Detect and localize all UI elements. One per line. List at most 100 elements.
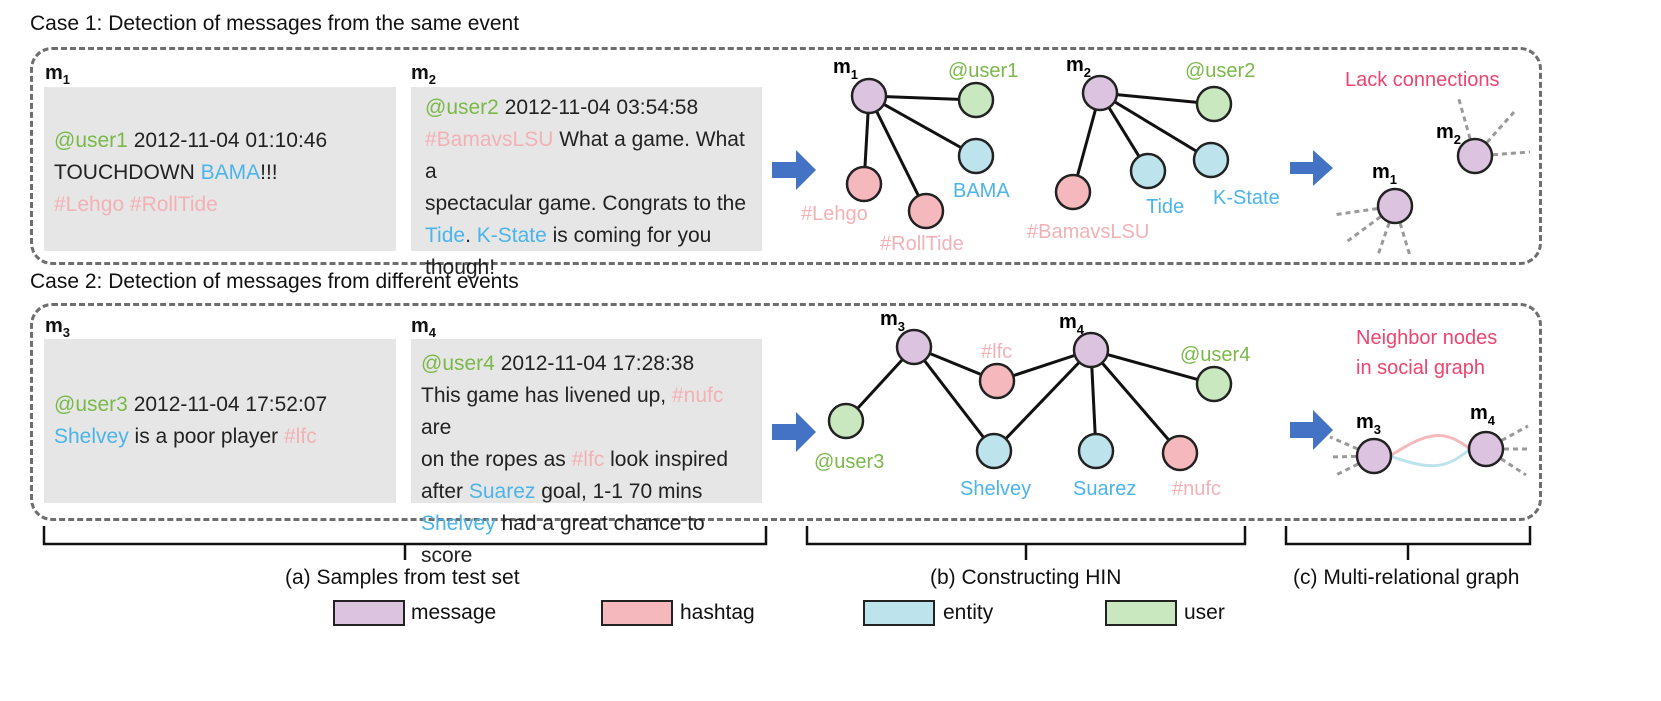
relation-edge-hashtag <box>1389 434 1471 458</box>
legend-label-user: user <box>1184 601 1225 624</box>
neighbor-note-line2: in social graph <box>1356 357 1485 379</box>
node-m4 <box>1072 331 1110 369</box>
arrow-icon <box>772 412 816 452</box>
m3-time: 2012-11-04 17:52:07 <box>133 393 328 416</box>
hin-m3-label: m3 <box>880 308 905 334</box>
m1-user: @user1 <box>54 129 128 152</box>
hin-rolltide-label: #RollTide <box>880 233 964 255</box>
hin-m1-label: m1 <box>833 56 858 82</box>
hin-suarez-label: Suarez <box>1073 478 1136 500</box>
hin-bamavslsu-label: #BamavsLSU <box>1027 221 1149 243</box>
node-m2 <box>1081 74 1119 112</box>
hin-lehgo-label: #Lehgo <box>801 203 868 225</box>
graph-m3-label: m3 <box>1356 411 1381 437</box>
case1-title: Case 1: Detection of messages from the s… <box>30 12 520 35</box>
legend-label-message: message <box>411 601 497 624</box>
relation-edge-entity <box>1389 447 1471 468</box>
hin-shelvey-label: Shelvey <box>960 478 1031 500</box>
node-bama <box>957 137 995 175</box>
m1-card-label: m1 <box>45 62 71 87</box>
m3-entity: Shelvey <box>54 425 129 448</box>
caption-a: (a) Samples from test set <box>285 566 520 589</box>
message-card-m4: @user4 2012-11-04 17:28:38 This game has… <box>411 339 762 567</box>
hin-nufc-label: #nufc <box>1172 478 1221 500</box>
graph-m1-label: m1 <box>1372 161 1397 187</box>
node-shelvey <box>975 432 1013 470</box>
neighbor-note-line1: Neighbor nodes <box>1356 327 1497 349</box>
m2-time: 2012-11-04 03:54:58 <box>504 96 699 119</box>
graph-m2-label: m2 <box>1436 121 1461 147</box>
legend-swatch-message <box>333 600 405 626</box>
m4-entity-shelvey: Shelvey <box>421 512 496 535</box>
node-kstate <box>1192 141 1230 179</box>
graph-case1-dashes <box>1332 95 1531 257</box>
hin-user1-label: @user1 <box>948 60 1018 82</box>
graph-node-m2 <box>1456 137 1494 175</box>
m4-hashtag-lfc: #lfc <box>571 448 605 471</box>
m4-text-2: are <box>421 416 452 439</box>
m2-text-5: though! <box>425 256 496 279</box>
node-bamavslsu <box>1054 173 1092 211</box>
legend-swatch-user <box>1105 600 1177 626</box>
m2-user: @user2 <box>425 96 499 119</box>
m2-hashtag: #BamavsLSU <box>425 128 554 151</box>
hin-lfc-label: #lfc <box>981 341 1012 363</box>
m2-entity-kstate: K-State <box>476 224 547 247</box>
hin-case2-nodes <box>827 328 1233 472</box>
node-user3 <box>827 402 865 440</box>
legend-label-entity: entity <box>943 601 994 624</box>
m3-user: @user3 <box>54 393 128 416</box>
hin-m2-label: m2 <box>1066 54 1091 80</box>
m1-hashtags: #Lehgo #RollTide <box>54 193 218 216</box>
m1-time: 2012-11-04 01:10:46 <box>133 129 328 152</box>
m4-hashtag-nufc: #nufc <box>671 384 724 407</box>
node-suarez <box>1077 432 1115 470</box>
node-user1 <box>957 81 995 119</box>
hin-user4-label: @user4 <box>1180 344 1250 366</box>
legend-swatch-hashtag <box>601 600 673 626</box>
hin-case1-nodes <box>845 74 1233 230</box>
m4-text-6: goal, 1-1 70 mins <box>535 480 703 503</box>
m1-text: TOUCHDOWN <box>54 161 201 184</box>
m4-text-5: after <box>421 480 469 503</box>
m1-entity: BAMA <box>200 161 261 184</box>
hin-tide-label: Tide <box>1146 196 1184 218</box>
node-m1 <box>850 77 888 115</box>
graph-m4-label: m4 <box>1470 402 1496 428</box>
node-m3 <box>895 328 933 366</box>
legend-label-hashtag: hashtag <box>680 601 755 624</box>
m3-text: is a poor player <box>128 425 284 448</box>
case2-panel <box>30 303 1542 521</box>
m1-text-end: !!! <box>260 161 278 184</box>
m4-time: 2012-11-04 17:28:38 <box>500 352 695 375</box>
node-user4 <box>1195 365 1233 403</box>
m4-text-4: look inspired <box>604 448 729 471</box>
m4-user: @user4 <box>421 352 495 375</box>
m4-text-1: This game has livened up, <box>421 384 672 407</box>
m2-text-3: . <box>465 224 477 247</box>
graph-node-m1 <box>1376 187 1414 225</box>
m4-text-7: had a great chance to score <box>421 512 705 567</box>
node-user2 <box>1195 85 1233 123</box>
brackets <box>42 526 1532 560</box>
hin-m4-label: m4 <box>1059 311 1085 337</box>
hin-user2-label: @user2 <box>1185 60 1255 82</box>
hin-case2 <box>844 345 1215 454</box>
graph-case2-dashes <box>1329 424 1530 478</box>
hin-user3-label: @user3 <box>814 451 884 473</box>
caption-c: (c) Multi-relational graph <box>1293 566 1520 589</box>
hin-bama-label: BAMA <box>953 180 1010 202</box>
case1-panel <box>30 47 1542 265</box>
arrow-icon <box>772 150 816 190</box>
hin-kstate-label: K-State <box>1213 187 1280 209</box>
m4-entity-suarez: Suarez <box>468 480 536 503</box>
arrow-icon <box>1290 410 1333 450</box>
hin-case1 <box>862 91 1215 212</box>
lack-connections-note: Lack connections <box>1345 69 1500 91</box>
node-lfc <box>978 362 1016 400</box>
m2-text-4: is coming for you <box>546 224 712 247</box>
caption-b: (b) Constructing HIN <box>930 566 1122 589</box>
node-rolltide <box>907 192 945 230</box>
message-card-m3: @user3 2012-11-04 17:52:07 Shelvey is a … <box>44 339 396 503</box>
